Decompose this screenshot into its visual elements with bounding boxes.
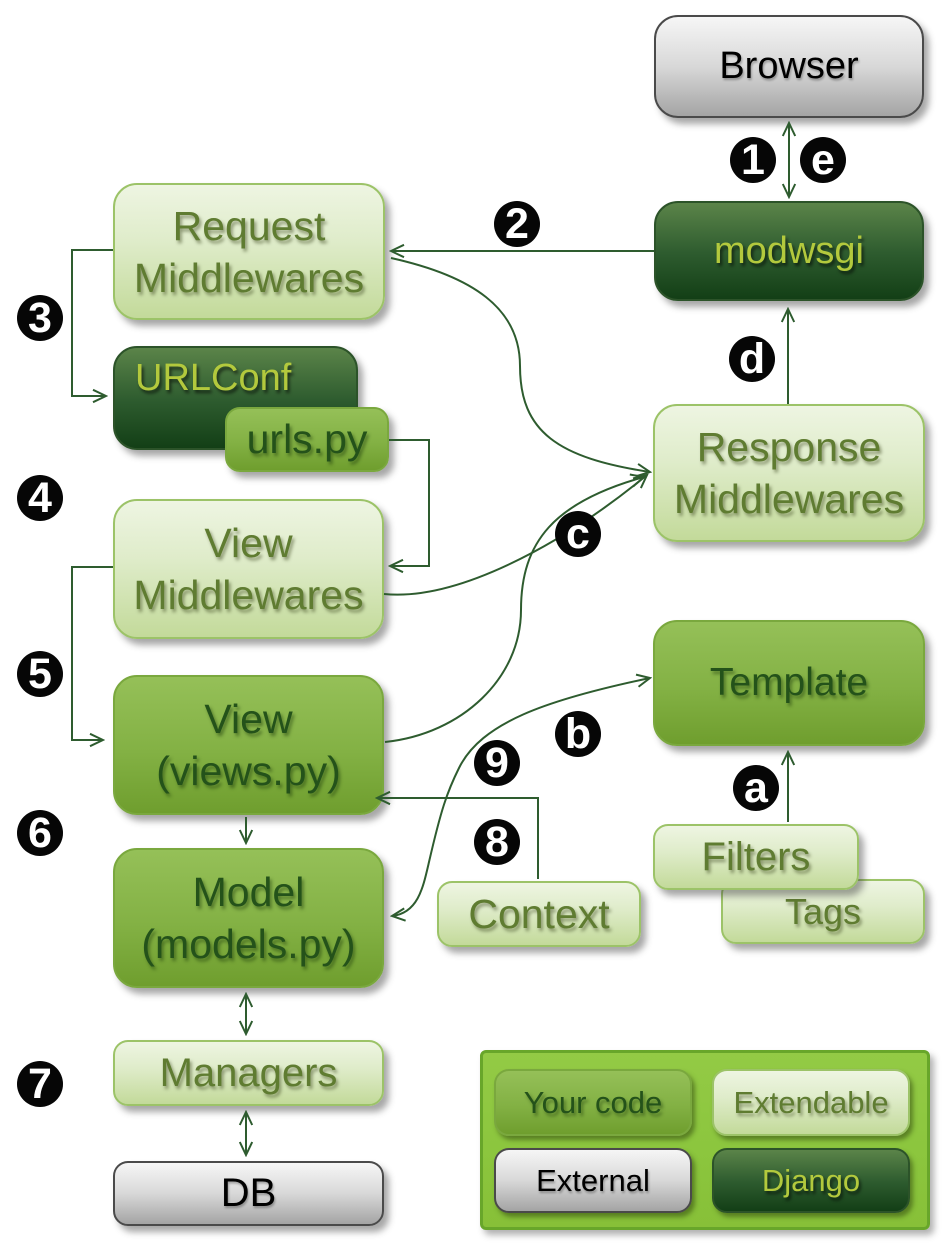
step-badge-c-label: c [566,509,590,558]
step-badge-a-label: a [744,763,768,812]
step-badge-6-label: 6 [28,808,52,857]
step-badge-e-label: e [811,135,835,184]
box-urlconf-label: URLConf [135,357,292,399]
step-badge-2: 2 [494,199,540,248]
box-template-label: Template [709,661,869,704]
step-badge-2-label: 2 [505,199,529,248]
step-badge-e: e [800,135,846,184]
step-badge-a: a [733,763,779,812]
step-badge-8-label: 8 [485,817,509,866]
box-filters-label: Filters [701,834,811,879]
step-badge-4-label: 4 [28,473,52,522]
arrow-urlspy-to-view-middlewares [389,439,430,566]
step-badge-5: 5 [17,649,63,698]
step-badge-1-label: 1 [741,135,765,184]
box-view-middlewares: View Middlewares [113,499,384,639]
legend-django-label: Django [761,1162,861,1198]
step-badge-3: 3 [17,293,63,342]
box-response-middlewares-line2: Middlewares [673,476,905,522]
curve-view-middlewares-to-response-middlewares [383,475,647,596]
box-response-middlewares-line1: Response [696,424,882,470]
box-db: DB [113,1161,384,1226]
box-view-middlewares-line2: Middlewares [133,572,364,618]
arrow-view-middlewares-to-view [71,566,113,740]
step-badge-9: 9 [474,738,520,787]
step-badge-4: 4 [17,473,63,522]
box-response-middlewares: Response Middlewares [653,404,925,542]
box-view-line2: (views.py) [156,748,341,794]
box-db-label: DB [220,1171,277,1215]
box-view: View (views.py) [113,675,384,815]
box-request-middlewares-line1: Request [172,202,326,249]
legend-extendable: Extendable [712,1069,910,1136]
legend-your-code: Your code [494,1069,692,1136]
step-badge-5-label: 5 [28,649,52,698]
box-model-line2: (models.py) [141,921,356,967]
box-tags-label: Tags [784,890,862,932]
box-modwsgi: modwsgi [654,201,924,301]
legend-django: Django [712,1148,910,1213]
step-badge-d-label: d [738,334,766,383]
arrow-request-middlewares-to-urlconf [71,249,113,396]
box-request-middlewares-line2: Middlewares [133,254,365,301]
box-view-middlewares-line1: View [204,520,293,566]
step-badge-7: 7 [17,1059,63,1108]
legend: Your code Extendable External Django [480,1050,930,1230]
step-badge-c: c [555,509,601,558]
box-request-middlewares: Request Middlewares [113,183,385,320]
step-badge-7-label: 7 [28,1059,52,1108]
step-badge-1: 1 [730,135,776,184]
step-badge-b: b [555,709,601,758]
box-view-line1: View [204,696,293,742]
legend-external-label: External [536,1162,650,1198]
box-filters: Filters [653,824,859,890]
box-browser-label: Browser [719,45,859,87]
curve-request-middlewares-to-response-middlewares [390,257,650,472]
step-badge-d: d [729,334,775,383]
legend-extendable-label: Extendable [733,1084,889,1120]
box-model: Model (models.py) [113,848,384,988]
box-managers: Managers [113,1040,384,1106]
step-badge-8: 8 [474,817,520,866]
legend-external: External [494,1148,692,1213]
box-urlspy: urls.py [225,407,389,472]
step-badge-3-label: 3 [28,293,52,342]
curve-view-to-response-middlewares [384,477,644,743]
box-urlspy-label: urls.py [246,416,368,462]
step-badge-b-label: b [564,709,592,758]
legend-your-code-label: Your code [523,1084,663,1120]
box-model-line1: Model [192,869,305,915]
box-managers-label: Managers [159,1050,338,1095]
box-template: Template [653,620,925,746]
step-badge-9-label: 9 [485,738,509,787]
curve-model-template [392,678,650,916]
box-modwsgi-label: modwsgi [714,229,864,272]
box-browser: Browser [654,15,924,118]
step-badge-6: 6 [17,808,63,857]
